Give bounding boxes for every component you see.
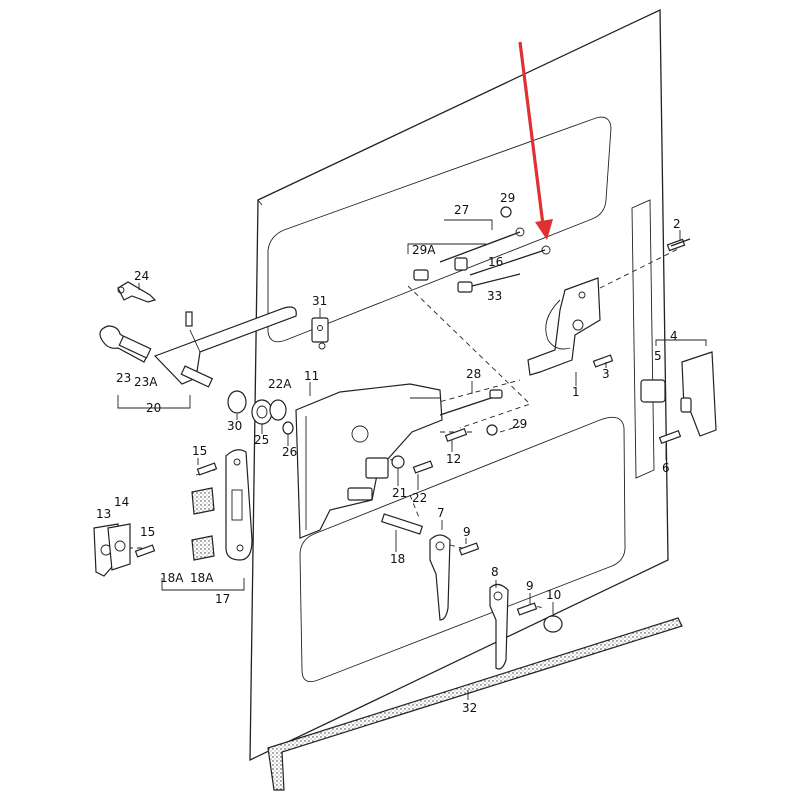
- trim-parts-13-14-15: [93, 523, 156, 577]
- label-30: 30: [227, 419, 242, 433]
- label-3: 3: [602, 367, 610, 381]
- label-16: 16: [488, 255, 503, 269]
- label-5: 5: [654, 349, 662, 363]
- label-18: 18: [390, 552, 405, 566]
- clip-part-31: [311, 317, 329, 350]
- label-20: 20: [146, 401, 161, 415]
- cable-assembly-27-33: [407, 206, 551, 293]
- inner-handle-part-7: [429, 534, 480, 621]
- label-7: 7: [437, 506, 445, 520]
- part-labels: 24 31 23 23A 20 27 29 29A 16 33 2 22A 11…: [96, 191, 681, 715]
- label-12: 12: [446, 452, 461, 466]
- label-22a: 22A: [268, 377, 292, 391]
- weatherstrip-part-32: [267, 617, 683, 791]
- label-8: 8: [491, 565, 499, 579]
- label-leader-ticks: [138, 230, 681, 700]
- label-9-upper: 9: [463, 525, 471, 539]
- leader-lines: [128, 247, 681, 609]
- label-31: 31: [312, 294, 327, 308]
- label-29-top: 29: [500, 191, 515, 205]
- label-24: 24: [134, 269, 149, 283]
- label-17: 17: [215, 592, 230, 606]
- label-9-lower: 9: [526, 579, 534, 593]
- label-14: 14: [114, 495, 129, 509]
- pin-part-18: [380, 513, 424, 535]
- screw-part-3: [592, 354, 614, 368]
- label-23: 23: [116, 371, 131, 385]
- rod-part-28: [439, 389, 503, 416]
- outer-handle-assembly-20: [99, 306, 297, 409]
- bolt-part-2: [666, 238, 691, 252]
- label-11: 11: [304, 369, 319, 383]
- bracket-part-4: [640, 339, 717, 437]
- label-32: 32: [462, 701, 477, 715]
- label-18a-left: 18A: [160, 571, 184, 585]
- label-4: 4: [670, 329, 678, 343]
- label-15-top: 15: [192, 444, 207, 458]
- label-1: 1: [572, 385, 580, 399]
- grommets-parts-22a-25-26-30: [227, 390, 294, 435]
- label-25: 25: [254, 433, 269, 447]
- door-panel: [249, 8, 669, 762]
- red-arrow-indicator: [518, 41, 553, 240]
- cap-part-10: [543, 615, 563, 633]
- key-part-24: [117, 281, 157, 303]
- striker-part-1: [527, 277, 601, 376]
- label-10: 10: [546, 588, 561, 602]
- label-15-bottom: 15: [140, 525, 155, 539]
- label-13: 13: [96, 507, 111, 521]
- label-23a: 23A: [134, 375, 158, 389]
- screw-part-6: [658, 429, 682, 445]
- lock-mechanism-part-11: [295, 383, 443, 539]
- label-26: 26: [282, 445, 297, 459]
- label-6: 6: [662, 461, 670, 475]
- label-33: 33: [487, 289, 502, 303]
- screw-part-12: [444, 427, 468, 443]
- label-22: 22: [412, 491, 427, 505]
- label-27: 27: [454, 203, 469, 217]
- washer-part-29: [486, 424, 498, 436]
- label-18a-right: 18A: [190, 571, 214, 585]
- label-29-mid: 29: [512, 417, 527, 431]
- label-29a: 29A: [412, 243, 436, 257]
- washer-part-21-screw-part-22: [391, 455, 434, 474]
- label-21: 21: [392, 486, 407, 500]
- label-2: 2: [673, 217, 681, 231]
- label-28: 28: [466, 367, 481, 381]
- escutcheon-assembly-17: [161, 449, 253, 591]
